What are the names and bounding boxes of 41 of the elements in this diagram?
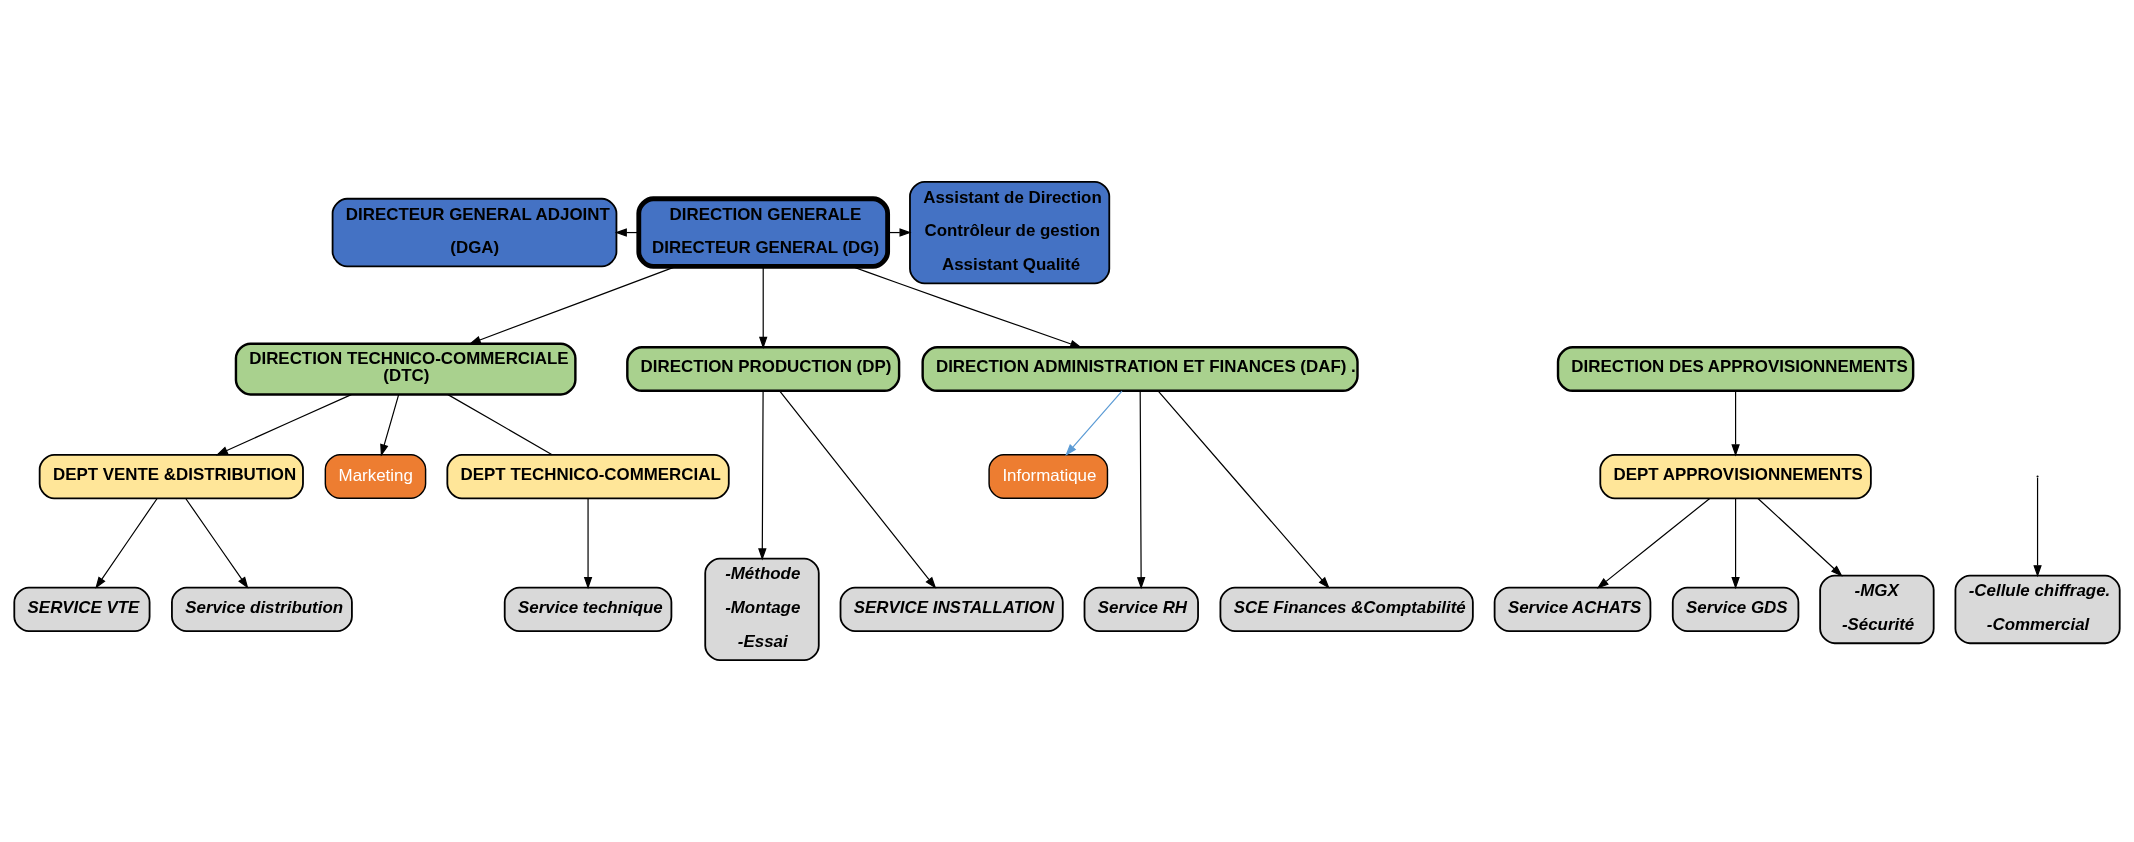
node-box: SERVICE VTE (13, 586, 151, 633)
node-box: DEPT APPROVISIONNEMENTS (1599, 453, 1872, 500)
arrow (1757, 497, 1843, 577)
arrow (758, 390, 767, 561)
node-box: DIRECTION PRODUCTION (DP) (626, 346, 901, 392)
arrow (779, 390, 937, 589)
arrow (1731, 498, 1740, 590)
node-box: DIRECTEUR GENERAL ADJOINT (DGA) (331, 197, 618, 268)
node-box: DIRECTION GENERALE DIRECTEUR GENERAL (DG) (636, 196, 891, 269)
arrow (2033, 477, 2042, 578)
node-box: DEPT TECHNICO-COMMERCIAL (446, 453, 730, 500)
node-box: Service GDS (1671, 586, 1800, 633)
node-box: Service distribution (171, 586, 353, 633)
node-box: Marketing (324, 454, 427, 500)
arrow (468, 265, 677, 345)
arrow (95, 498, 158, 589)
arrow (1596, 497, 1711, 589)
node-box: DIRECTION DES APPROVISIONNEMENTS (1556, 346, 1915, 392)
node-box: -Cellule chiffrage. -Commercial (1954, 574, 2121, 645)
arrow (583, 498, 593, 590)
connector (447, 394, 553, 456)
node-box: Informatique (988, 454, 1109, 500)
arrow (1157, 390, 1330, 589)
arrow (758, 265, 768, 349)
node-box: Service technique (503, 586, 673, 633)
arrow (1065, 390, 1123, 456)
node-box: SCE Finances &Comptabilité (1219, 586, 1474, 633)
arrow (185, 498, 249, 589)
node-box: Service ACHATS (1493, 586, 1652, 633)
arrow (380, 394, 400, 457)
node-box: -Méthode -Montage -Essai (704, 557, 820, 662)
node-box: DIRECTION TECHNICO-COMMERCIALE (DTC) (234, 342, 577, 396)
node-box: -MGX -Sécurité (1819, 574, 1935, 645)
node-box: DEPT VENTE &DISTRIBUTION (38, 453, 304, 500)
arrow (1136, 390, 1146, 590)
arrow (1731, 390, 1740, 457)
node-box: SERVICE INSTALLATION (839, 586, 1064, 633)
node-box: Service RH (1083, 586, 1199, 633)
node-box: Assistant de Direction Contrôleur de gestion Assistant Qualité (909, 180, 1111, 285)
arrow (215, 394, 352, 456)
node-box: DIRECTION ADMINISTRATION ET FINANCES (DAF) . (921, 346, 1359, 392)
